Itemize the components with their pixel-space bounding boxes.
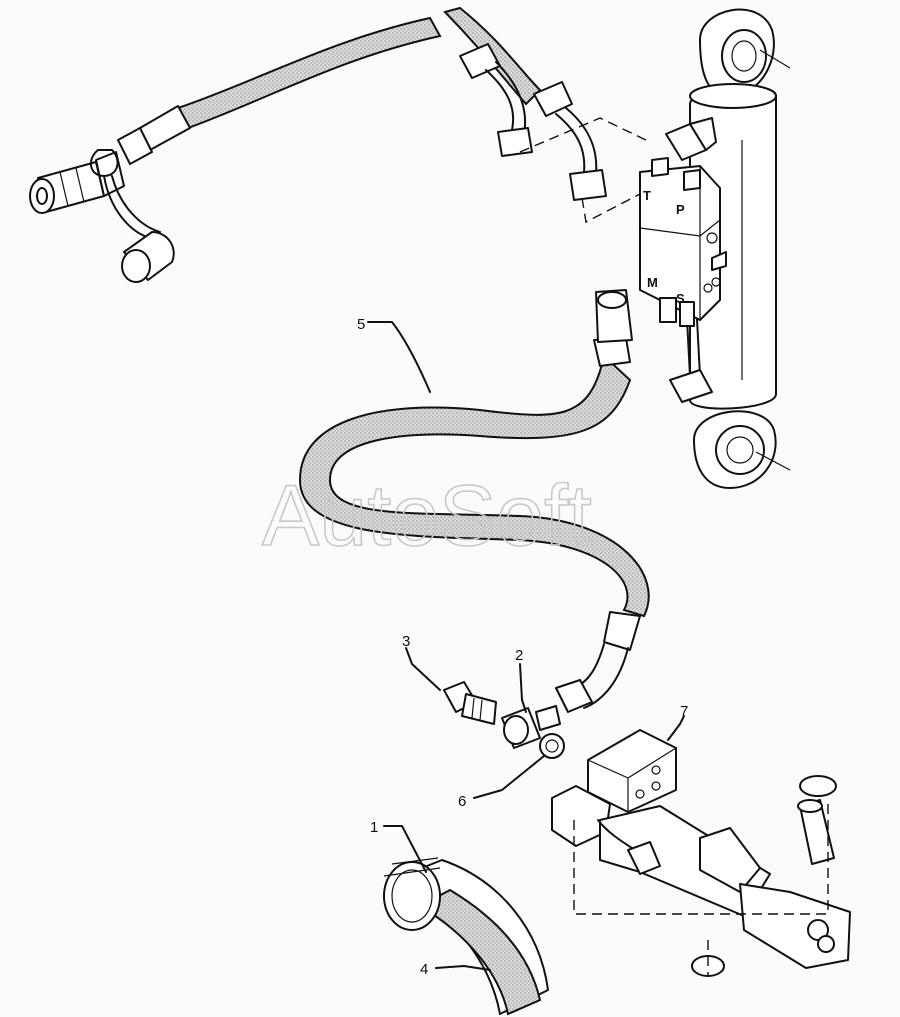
port-m-label: M xyxy=(647,275,658,290)
callout-2: 2 xyxy=(515,647,523,664)
hose-clamp-item-1 xyxy=(383,861,441,931)
retaining-clip-top xyxy=(799,775,837,797)
hose-item-5 xyxy=(298,289,650,713)
callout-5: 5 xyxy=(357,316,365,333)
upper-cylinder: T P M S xyxy=(639,8,791,489)
watermark: AutoSoft xyxy=(262,468,592,564)
port-s-label: S xyxy=(676,291,685,306)
dust-cap xyxy=(89,149,175,283)
callout-4: 4 xyxy=(420,961,428,978)
port-t-label: T xyxy=(643,188,651,203)
washer-item-6 xyxy=(539,733,565,759)
protective-sleeve xyxy=(383,857,549,1016)
callout-7: 7 xyxy=(680,703,688,720)
callout-3: 3 xyxy=(402,633,410,650)
callout-1: 1 xyxy=(370,819,378,836)
callout-6: 6 xyxy=(458,793,466,810)
port-p-label: P xyxy=(676,202,685,217)
callout-labels: 5 3 2 6 7 1 4 xyxy=(357,316,688,978)
bent-tube-2 xyxy=(533,81,607,201)
upper-hose-a xyxy=(176,16,442,130)
bent-tube-1 xyxy=(459,43,533,157)
fitting-items xyxy=(443,681,565,759)
quick-coupler xyxy=(29,151,125,214)
upper-hose-nut-left xyxy=(117,127,153,165)
lower-cylinder xyxy=(551,729,851,977)
upper-hose-assembly xyxy=(29,6,651,283)
leader-lines xyxy=(367,321,685,971)
